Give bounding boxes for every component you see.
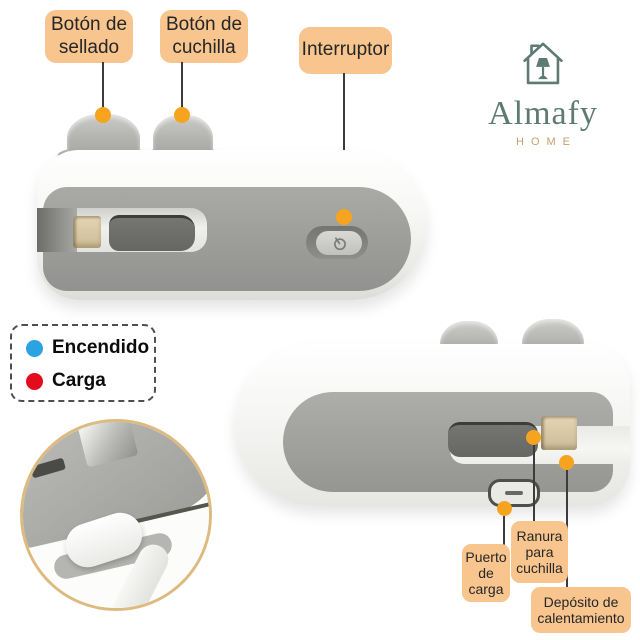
legend-label-power: Encendido: [52, 337, 150, 358]
legend-item-power: Encendido: [26, 337, 149, 359]
callout-seal-button: Botón de sellado: [45, 10, 133, 63]
power-switch-knob: [316, 231, 362, 255]
callout-heating-tank: Depósito de calentamiento: [531, 587, 631, 633]
connector-line-cutter-slot: [533, 445, 535, 522]
house-lamp-icon: [523, 42, 563, 85]
heating-element: [73, 216, 101, 248]
marker-dot-charge-port: [497, 501, 512, 516]
sealer-side-view: [235, 316, 630, 508]
marker-dot-seal: [95, 107, 111, 123]
connector-line-power: [343, 73, 345, 213]
marker-dot-cutter-slot: [526, 430, 541, 445]
marker-dot-power: [336, 209, 352, 225]
callout-cutter-button: Botón de cuchilla: [160, 10, 248, 63]
marker-dot-heating-tank: [559, 455, 574, 470]
charge-port-closeup: [20, 419, 212, 611]
brand-tagline: HOME: [516, 136, 577, 148]
side-cutter-slot: [448, 422, 538, 457]
callout-cutter-slot: Ranura para cuchilla: [511, 521, 568, 583]
brand-logo: Almafy HOME: [453, 38, 633, 148]
legend-box: Encendido Carga: [10, 324, 156, 402]
callout-power-switch: Interruptor: [299, 27, 392, 74]
connector-line-charge-port: [503, 516, 505, 545]
side-heating-element: [541, 416, 577, 450]
marker-dot-cutter: [174, 107, 190, 123]
cutter-slot-opening: [109, 215, 195, 251]
charge-indicator-dot: [26, 372, 43, 390]
usb-c-port-pin: [505, 491, 523, 495]
sealer-top-view: [37, 112, 427, 302]
legend-label-charge: Carga: [52, 370, 106, 391]
connector-line-cutter: [181, 62, 183, 112]
jaw-shadow: [37, 208, 77, 252]
legend-item-charge: Carga: [26, 370, 106, 392]
connector-line-seal: [102, 62, 104, 112]
callout-charge-port: Puerto de carga: [462, 544, 510, 602]
power-icon: [333, 236, 346, 250]
brand-name: Almafy: [488, 95, 598, 132]
usb-c-port: [488, 479, 540, 507]
power-indicator-dot: [26, 339, 43, 357]
